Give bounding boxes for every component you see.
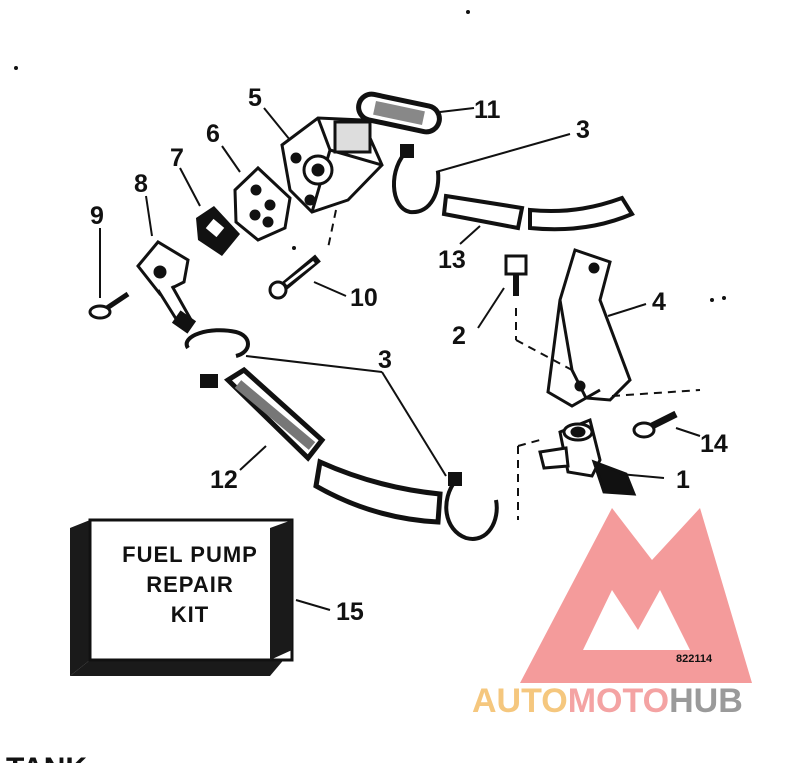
screw-10 (268, 209, 337, 300)
repair-kit-box: FUEL PUMP REPAIR KIT (70, 518, 294, 676)
callout-3-upper: 3 (576, 116, 590, 144)
fuel-fitting (136, 240, 197, 334)
callout-15: 15 (336, 598, 364, 626)
callout-2: 2 (452, 322, 466, 350)
callout-13: 13 (438, 246, 466, 274)
gasket-11 (356, 91, 442, 135)
fuel-valve (517, 417, 637, 520)
bolt-2 (504, 254, 573, 371)
callout-numbers: 1 2 3 3 4 5 6 7 8 9 10 11 12 13 14 15 (90, 84, 728, 626)
callout-1: 1 (676, 466, 690, 494)
callout-3-lower: 3 (378, 346, 392, 374)
screw-14 (611, 389, 701, 439)
scan-specks (14, 10, 726, 302)
callout-7: 7 (170, 144, 184, 172)
callout-9: 9 (90, 202, 104, 230)
callout-12: 12 (210, 466, 238, 494)
callout-5: 5 (248, 84, 262, 112)
footer-text: TANK (6, 752, 87, 763)
fuel-pump-body (280, 116, 384, 214)
callout-11: 11 (474, 96, 501, 124)
callout-14: 14 (700, 430, 728, 458)
kit-label-line3: KIT (171, 602, 209, 627)
hose-13 (441, 193, 635, 232)
diaphragm-plate (233, 165, 292, 242)
clamp-lower-right (444, 472, 499, 541)
watermark-text: AUTOMOTOHUB (472, 682, 743, 720)
kit-label-line2: REPAIR (146, 572, 234, 597)
clamp-upper (392, 144, 441, 215)
kit-label-line1: FUEL PUMP (122, 542, 258, 567)
leader-lines (99, 107, 701, 611)
bracket (546, 248, 632, 408)
watermark-auto: AUTO (472, 682, 568, 720)
clamp-lower-left (184, 328, 250, 388)
callout-8: 8 (134, 170, 148, 198)
watermark-moto: MOTO (568, 682, 669, 720)
watermark-triangle (520, 508, 752, 683)
gasket (196, 206, 240, 256)
callout-6: 6 (206, 120, 220, 148)
hose-12 (223, 366, 443, 525)
callout-10: 10 (350, 284, 378, 312)
watermark-logo (520, 508, 752, 683)
screw-9 (88, 291, 130, 320)
callout-4: 4 (652, 288, 666, 316)
diagram-code: 822114 (676, 653, 713, 665)
watermark-hub: HUB (669, 682, 743, 720)
